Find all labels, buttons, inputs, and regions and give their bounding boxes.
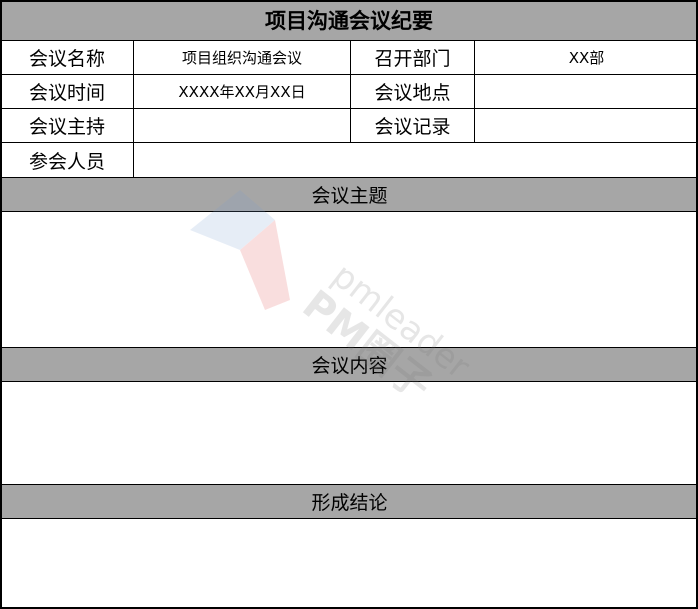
- attendees-label: 参会人员: [0, 142, 133, 177]
- attendees-value: [133, 142, 698, 177]
- host-value: [133, 108, 350, 142]
- section-heading-topic: 会议主题: [0, 177, 698, 211]
- section-body-conclusion: [0, 518, 698, 609]
- document-title: 项目沟通会议纪要: [0, 0, 698, 40]
- meeting-name-value: 项目组织沟通会议: [133, 40, 350, 74]
- section-heading-content: 会议内容: [0, 347, 698, 381]
- section-body-topic: [0, 211, 698, 347]
- meeting-time-value: XXXX年XX月XX日: [133, 74, 350, 108]
- department-value: XX部: [474, 40, 698, 74]
- recorder-value: [474, 108, 698, 142]
- meeting-location-label: 会议地点: [350, 74, 474, 108]
- department-label: 召开部门: [350, 40, 474, 74]
- section-body-content: [0, 381, 698, 484]
- host-label: 会议主持: [0, 108, 133, 142]
- recorder-label: 会议记录: [350, 108, 474, 142]
- meeting-time-label: 会议时间: [0, 74, 133, 108]
- meeting-name-label: 会议名称: [0, 40, 133, 74]
- meeting-location-value: [474, 74, 698, 108]
- section-heading-conclusion: 形成结论: [0, 484, 698, 518]
